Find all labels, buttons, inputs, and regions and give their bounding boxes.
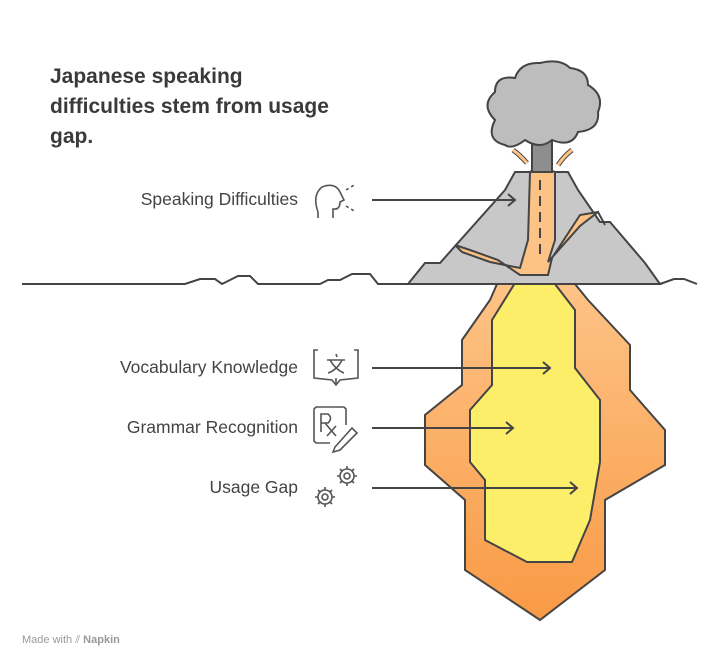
page-title: Japanese speaking difficulties stem from… bbox=[50, 65, 329, 148]
label-grammar-recognition: Grammar Recognition bbox=[126, 417, 298, 437]
footer-attribution: Made with ⫽ Napkin bbox=[22, 634, 120, 647]
ground-line bbox=[22, 273, 408, 286]
footer-brand: Napkin bbox=[83, 634, 120, 646]
translate-book-icon bbox=[313, 349, 359, 387]
label-vocabulary-knowledge: Vocabulary Knowledge bbox=[119, 357, 298, 377]
smoke-cloud bbox=[486, 60, 601, 148]
napkin-logo-icon: ⫽ bbox=[75, 634, 84, 646]
speaking-head-icon bbox=[314, 183, 357, 218]
gears-icon bbox=[315, 466, 357, 507]
rx-pen-icon bbox=[313, 406, 359, 454]
footer-prefix: Made with bbox=[22, 634, 73, 646]
arrows bbox=[372, 193, 579, 495]
core-magma bbox=[469, 274, 601, 563]
label-usage-gap: Usage Gap bbox=[209, 477, 298, 497]
label-speaking-difficulties: Speaking Difficulties bbox=[140, 189, 298, 209]
